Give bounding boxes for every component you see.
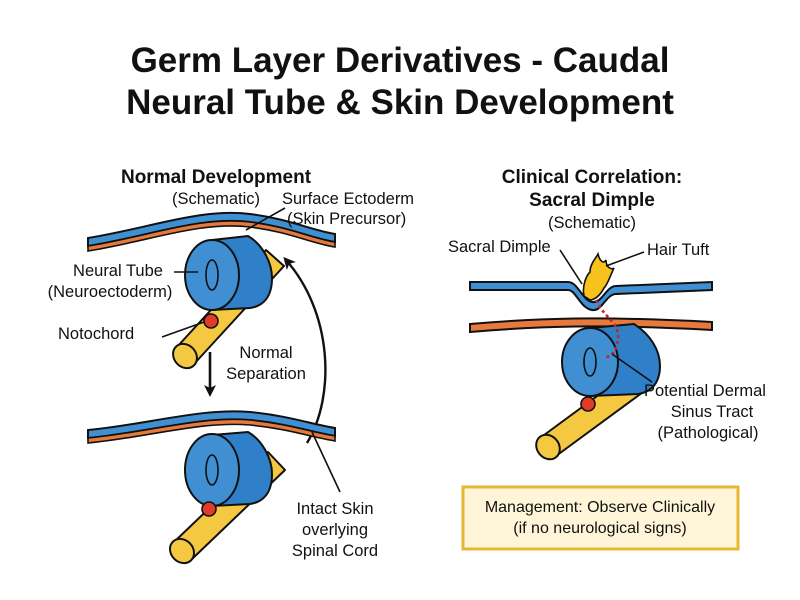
management-line-2: (if no neurological signs) xyxy=(513,520,686,537)
clinical-heading-line-2: Sacral Dimple xyxy=(529,190,655,211)
clinical-ectoderm-layer xyxy=(469,317,713,334)
ectoderm-layer-bottom xyxy=(87,418,336,444)
sinus-tract-label-2: Sinus Tract xyxy=(671,403,754,421)
skin-precursor-label: (Skin Precursor) xyxy=(287,210,406,228)
management-line-1: Management: Observe Clinically xyxy=(485,499,715,516)
normal-subheading: (Schematic) xyxy=(172,190,260,208)
notochord-core-top xyxy=(203,313,219,329)
notochord-core-bottom xyxy=(201,501,217,517)
sacral-dimple-label: Sacral Dimple xyxy=(448,238,551,256)
normal-bottom-schematic xyxy=(87,410,336,565)
clinical-subheading: (Schematic) xyxy=(548,214,636,232)
surface-ectoderm-leader xyxy=(245,207,286,231)
sinus-tract-leader xyxy=(611,353,653,383)
normal-top-schematic xyxy=(87,211,336,370)
normal-heading: Normal Development xyxy=(121,167,312,188)
neural-tube-bottom xyxy=(184,430,274,508)
sinus-tract-label-1: Potential Dermal xyxy=(644,382,766,400)
notochord-label: Notochord xyxy=(58,325,134,343)
surface-ectoderm-label: Surface Ectoderm xyxy=(282,190,414,208)
neuroectoderm-label: (Neuroectoderm) xyxy=(48,283,173,301)
spinal-cord-label: Spinal Cord xyxy=(292,542,378,560)
clinical-schematic xyxy=(469,251,713,461)
sinus-tract-label-3: (Pathological) xyxy=(658,424,759,442)
surface-ectoderm-lower-layer xyxy=(87,220,336,252)
sacral-dimple-leader xyxy=(559,249,583,285)
title-line-1: Germ Layer Derivatives - Caudal xyxy=(131,41,670,80)
clinical-neural-tube xyxy=(561,322,662,398)
neural-tube-top xyxy=(184,234,274,312)
overlying-label: overlying xyxy=(302,521,368,539)
hair-tuft-leader xyxy=(605,251,645,267)
hair-tuft-label: Hair Tuft xyxy=(647,241,710,259)
normal-separation-label: Normal xyxy=(239,344,292,362)
clinical-notochord-core xyxy=(580,396,596,412)
intact-skin-leader xyxy=(311,431,341,493)
clinical-heading-line-1: Clinical Correlation: xyxy=(502,167,683,188)
normal-separation-label-2: Separation xyxy=(226,365,306,383)
management-box: Management: Observe Clinically (if no ne… xyxy=(461,485,740,551)
notochord-leader xyxy=(161,321,205,338)
neural-tube-label: Neural Tube xyxy=(73,262,163,280)
title-line-2: Neural Tube & Skin Development xyxy=(126,83,674,122)
intact-skin-label: Intact Skin xyxy=(296,500,373,518)
